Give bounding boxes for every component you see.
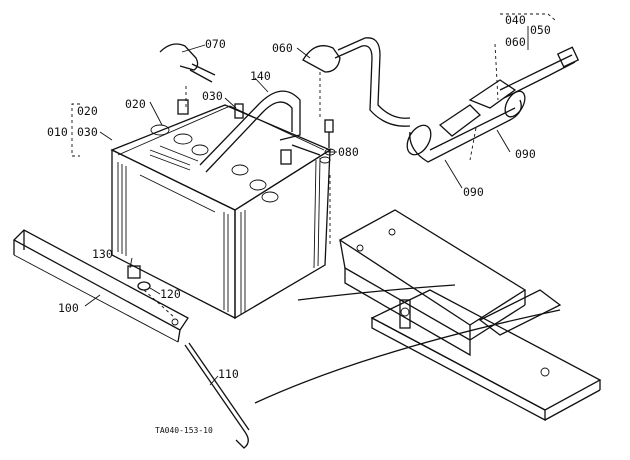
terminal-bolt <box>234 103 336 164</box>
label-090-upper: 090 <box>515 147 536 161</box>
negative-cable <box>159 43 216 110</box>
starter-cable-assembly <box>406 43 580 163</box>
label-050: 050 <box>530 23 551 37</box>
label-090-lower: 090 <box>463 185 484 199</box>
battery-base <box>329 175 602 422</box>
label-060-boot: 060 <box>505 35 526 49</box>
battery-clamp <box>199 90 301 173</box>
label-080: 080 <box>338 145 359 159</box>
label-020: 020 <box>77 104 98 118</box>
label-100: 100 <box>58 301 79 315</box>
label-120: 120 <box>160 287 181 301</box>
label-060-cable: 060 <box>272 41 293 55</box>
label-010: 010 <box>47 125 68 139</box>
label-030: 030 <box>77 125 98 139</box>
hold-down-bar <box>12 229 189 343</box>
label-020-cap: 020 <box>125 97 146 111</box>
nut-and-washer <box>127 265 176 319</box>
label-040: 040 <box>505 13 526 27</box>
positive-cable <box>302 37 411 127</box>
group-bracket <box>71 13 556 157</box>
part-labels: 070 060 140 030 020 020 010 030 080 040 … <box>47 13 551 435</box>
battery <box>110 99 332 320</box>
label-110: 110 <box>218 367 239 381</box>
label-030-bolt: 030 <box>202 89 223 103</box>
label-130: 130 <box>92 247 113 261</box>
label-070: 070 <box>205 37 226 51</box>
label-140: 140 <box>250 69 271 83</box>
reference-code: TA040-153-10 <box>155 426 213 435</box>
leader-lines <box>84 26 529 386</box>
hold-down-bolt <box>184 284 561 449</box>
